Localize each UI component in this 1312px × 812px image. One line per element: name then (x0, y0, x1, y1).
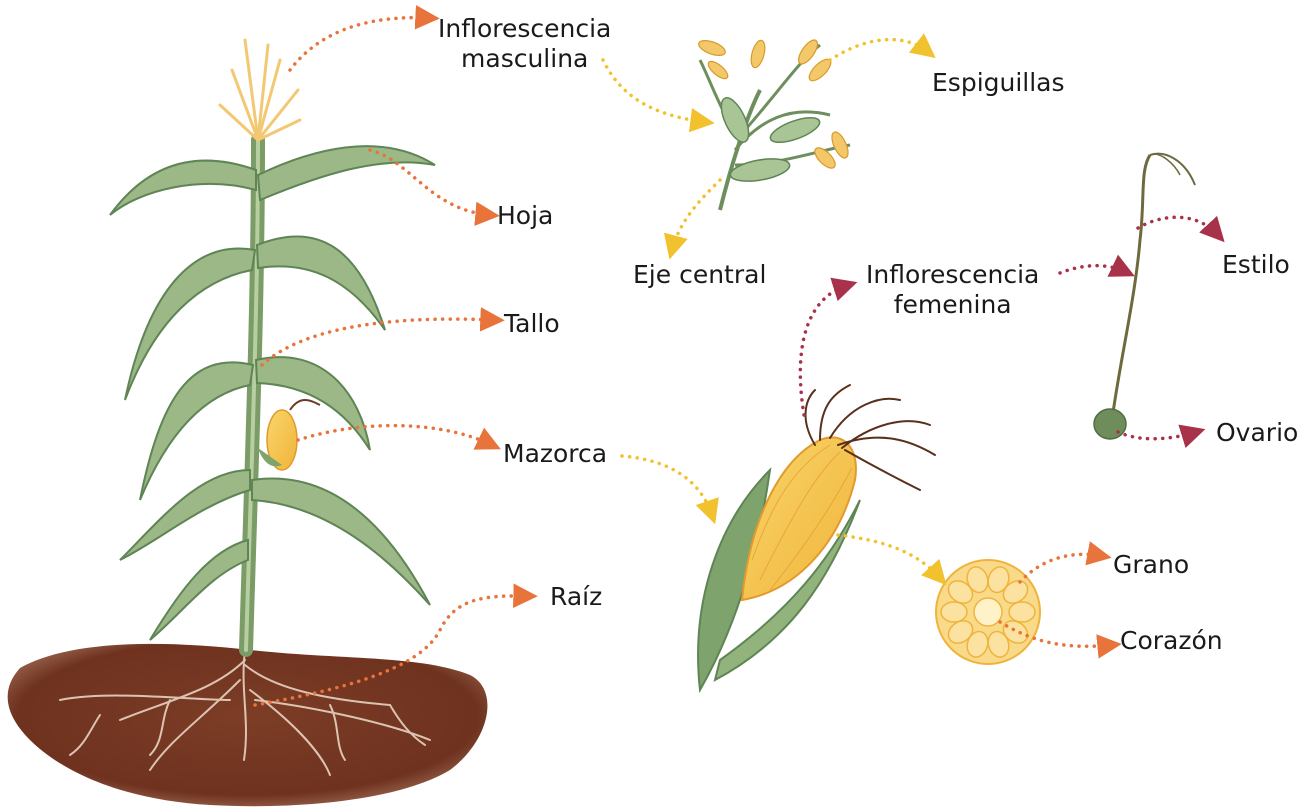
label-estilo: Estilo (1222, 250, 1290, 280)
label-corazon: Corazón (1120, 626, 1223, 656)
label-grano: Grano (1113, 550, 1189, 580)
label-inflorescencia-masculina: Inflorescencia masculina (438, 14, 611, 74)
soil (8, 644, 488, 806)
label-espiguillas: Espiguillas (932, 68, 1065, 98)
label-raiz: Raíz (550, 582, 602, 612)
pistil-detail (1094, 154, 1195, 439)
corn-plant (110, 40, 435, 650)
corn-cob-detail (698, 385, 935, 690)
kernel (1009, 602, 1035, 622)
label-inflorescencia-masculina-text: Inflorescencia masculina (438, 14, 611, 74)
label-inflorescencia-femenina-text: Inflorescencia femenina (866, 260, 1039, 320)
label-tallo: Tallo (504, 309, 560, 339)
tassel-detail (697, 37, 852, 210)
label-ovario: Ovario (1216, 418, 1298, 448)
label-inflorescencia-femenina: Inflorescencia femenina (866, 260, 1039, 320)
label-hoja: Hoja (497, 201, 553, 231)
kernel (941, 602, 967, 622)
label-eje-central: Eje central (633, 260, 766, 290)
label-mazorca: Mazorca (503, 439, 607, 469)
